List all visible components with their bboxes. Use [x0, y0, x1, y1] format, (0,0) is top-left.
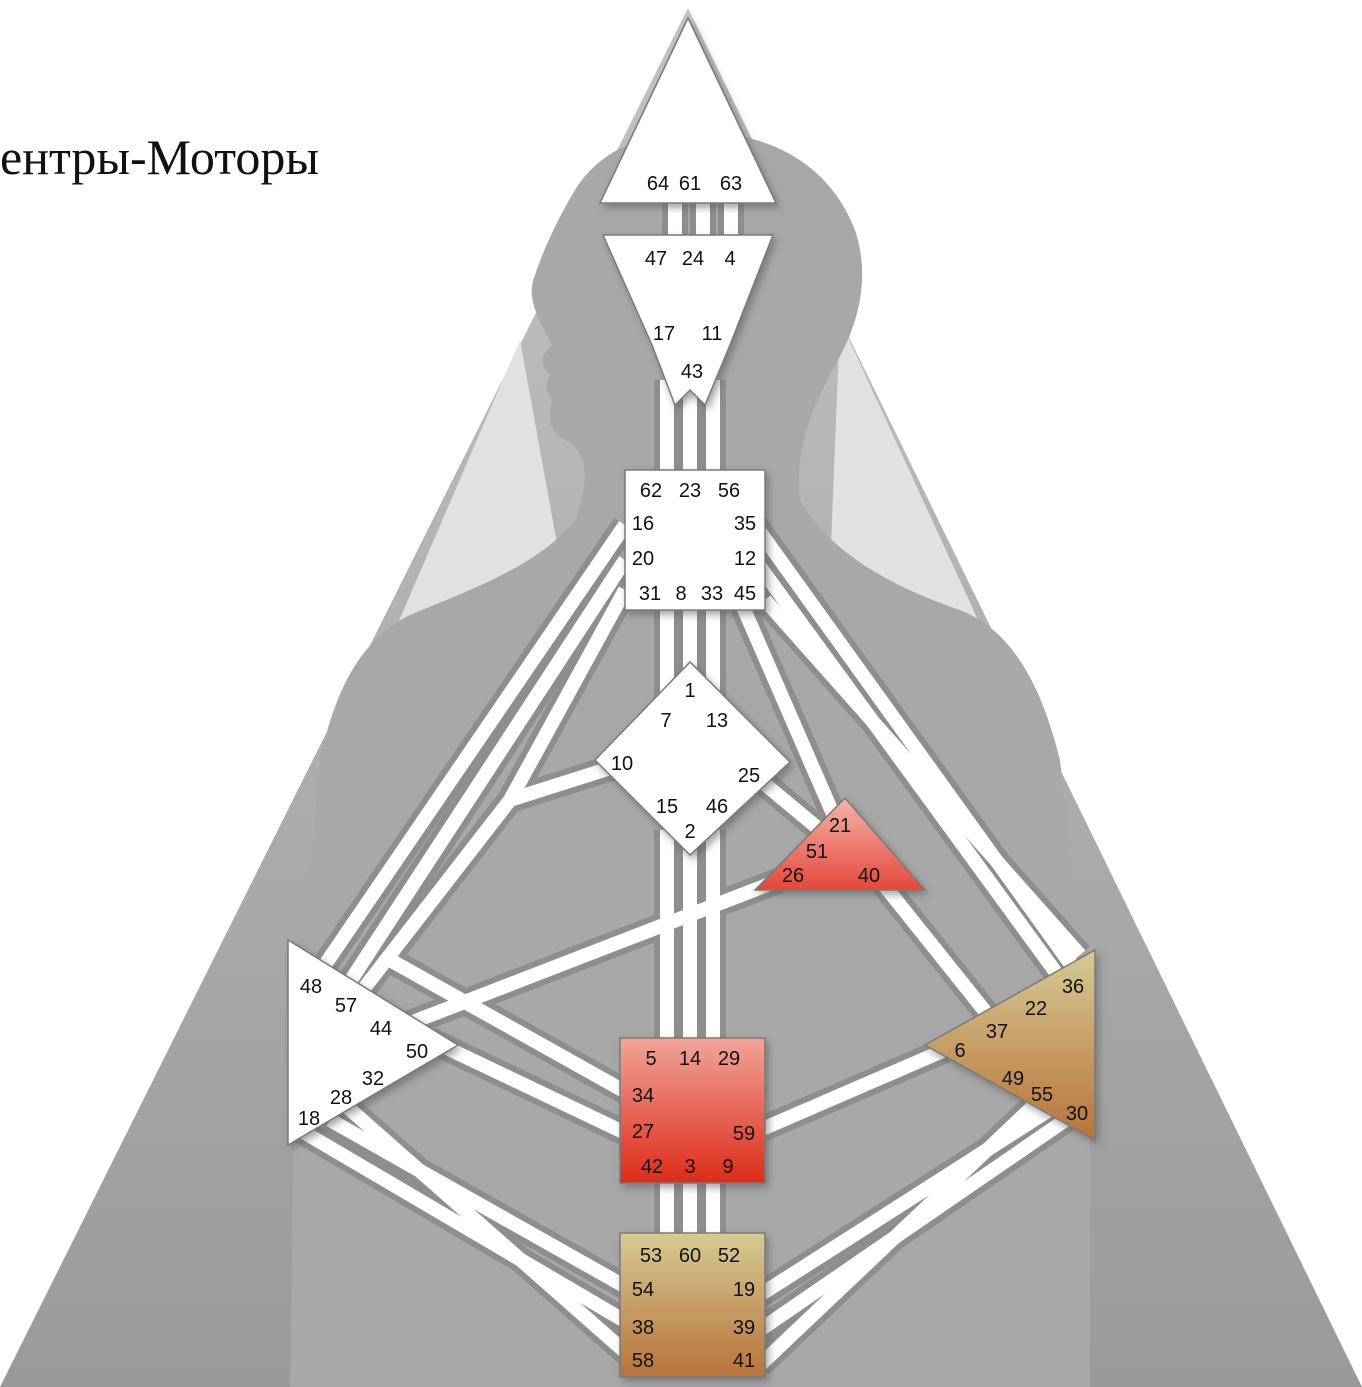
gate-label-18: 18 — [298, 1108, 320, 1130]
channel — [386, 953, 644, 1107]
throat-center — [624, 469, 766, 611]
channel — [507, 758, 623, 807]
gate-label-8: 8 — [675, 583, 686, 605]
gate-label-40: 40 — [858, 865, 880, 887]
gate-label-55: 55 — [1031, 1084, 1053, 1106]
channel — [755, 1089, 1050, 1371]
gate-label-6: 6 — [954, 1040, 965, 1062]
gate-label-46: 46 — [706, 796, 728, 818]
gate-label-53: 53 — [640, 1245, 662, 1267]
light-wedge-right — [830, 320, 985, 635]
gate-label-48: 48 — [300, 976, 322, 998]
gate-label-19: 19 — [733, 1279, 755, 1301]
g-center — [593, 660, 792, 857]
gate-label-35: 35 — [734, 513, 756, 535]
gate-label-25: 25 — [738, 765, 760, 787]
gate-label-54: 54 — [632, 1279, 654, 1301]
ego-center — [753, 796, 927, 891]
channel — [349, 795, 516, 1005]
gate-label-39: 39 — [733, 1317, 755, 1339]
gate-label-32: 32 — [362, 1068, 384, 1090]
ajna-center — [601, 234, 775, 407]
gate-label-1: 1 — [684, 680, 695, 702]
gate-label-15: 15 — [656, 796, 678, 818]
gate-label-11: 11 — [702, 323, 723, 345]
gate-label-58: 58 — [632, 1350, 654, 1372]
channel — [733, 597, 847, 833]
channel — [332, 556, 631, 1004]
channel — [757, 1043, 948, 1137]
gate-label-36: 36 — [1062, 976, 1084, 998]
gate-label-38: 38 — [632, 1317, 654, 1339]
gate-label-5: 5 — [645, 1048, 656, 1070]
gate-label-21: 21 — [829, 815, 851, 837]
gate-label-56: 56 — [718, 480, 740, 502]
gate-label-50: 50 — [406, 1041, 428, 1063]
gate-label-27: 27 — [632, 1121, 654, 1143]
gate-label-31: 31 — [639, 583, 661, 605]
head-center — [598, 16, 778, 204]
channel — [874, 875, 1006, 1035]
gate-label-16: 16 — [632, 513, 654, 535]
gate-label-14: 14 — [679, 1048, 701, 1070]
gate-label-13: 13 — [706, 710, 728, 732]
gate-label-10: 10 — [611, 753, 633, 775]
channel — [755, 774, 825, 836]
gate-label-45: 45 — [734, 583, 756, 605]
gate-label-61: 61 — [679, 173, 701, 195]
channel — [296, 1123, 644, 1337]
gate-label-43: 43 — [681, 361, 703, 383]
channels — [293, 190, 1090, 1375]
gate-label-23: 23 — [679, 480, 701, 502]
diagram-title: ентры-Моторы — [0, 129, 319, 185]
gate-label-64: 64 — [647, 173, 669, 195]
gate-label-7: 7 — [660, 710, 671, 732]
sacral-center — [619, 1037, 766, 1184]
gate-label-34: 34 — [632, 1085, 654, 1107]
gate-label-51: 51 — [806, 841, 828, 863]
gate-label-47: 47 — [645, 248, 667, 270]
gate-label-57: 57 — [335, 995, 357, 1017]
gate-label-26: 26 — [782, 865, 804, 887]
channel — [340, 1099, 645, 1371]
gate-label-2: 2 — [684, 821, 695, 843]
spleen-center — [287, 938, 460, 1147]
channel — [503, 586, 632, 804]
gate-label-59: 59 — [733, 1123, 755, 1145]
gate-label-63: 63 — [720, 173, 742, 195]
channel — [312, 521, 631, 979]
channel — [326, 1113, 644, 1302]
gate-label-12: 12 — [734, 548, 756, 570]
solar-plexus-center — [923, 948, 1096, 1142]
gate-label-52: 52 — [718, 1245, 740, 1267]
gate-label-60: 60 — [679, 1245, 701, 1267]
gate-label-3: 3 — [684, 1156, 695, 1178]
root-center — [619, 1232, 766, 1378]
gate-label-30: 30 — [1066, 1103, 1088, 1125]
gate-label-37: 37 — [986, 1021, 1008, 1043]
gate-label-9: 9 — [722, 1156, 733, 1178]
gate-label-22: 22 — [1025, 998, 1047, 1020]
gate-label-17: 17 — [653, 323, 675, 345]
gate-label-28: 28 — [330, 1087, 352, 1109]
gate-label-42: 42 — [641, 1156, 663, 1178]
gate-label-41: 41 — [733, 1350, 755, 1372]
gate-label-33: 33 — [701, 583, 723, 605]
gate-label-24: 24 — [682, 248, 704, 270]
gate-label-4: 4 — [724, 248, 735, 270]
light-wedge-left — [395, 340, 560, 630]
channel — [426, 1033, 644, 1147]
gate-label-44: 44 — [370, 1018, 392, 1040]
gate-label-62: 62 — [640, 480, 662, 502]
centers — [287, 16, 1096, 1378]
channel — [759, 595, 1086, 960]
gate-label-20: 20 — [632, 548, 654, 570]
gate-label-49: 49 — [1002, 1068, 1024, 1090]
gate-label-29: 29 — [718, 1048, 740, 1070]
